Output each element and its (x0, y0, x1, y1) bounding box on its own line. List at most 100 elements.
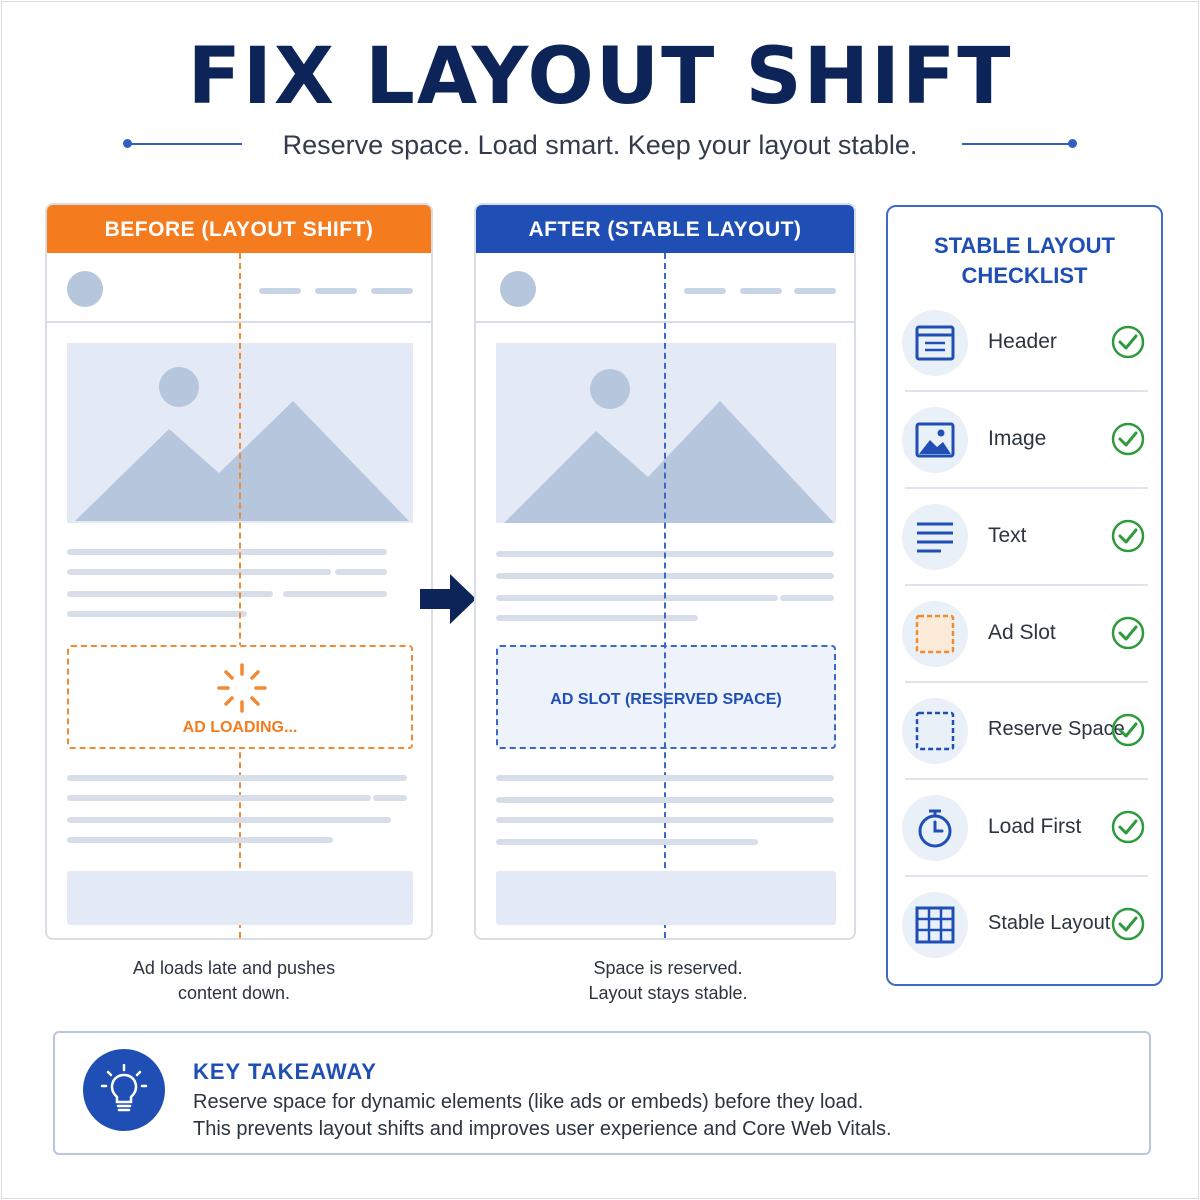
nav-pill (259, 288, 301, 294)
divider (905, 778, 1148, 780)
check-circle-icon (1111, 713, 1145, 747)
mountain-image-icon (504, 369, 834, 523)
checklist-item-label: Header (988, 330, 1057, 353)
text-line (67, 795, 371, 801)
ad-slot-icon (915, 614, 955, 654)
nav-pill (315, 288, 357, 294)
icon-circle (902, 407, 968, 473)
reserved-ad-slot: AD SLOT (RESERVED SPACE) (496, 645, 836, 749)
check-circle-icon (1111, 810, 1145, 844)
checklist-item-image: Image (900, 393, 1148, 489)
before-caption-line: Ad loads late and pushes (132, 958, 336, 978)
before-panel: BEFORE (LAYOUT SHIFT) (45, 203, 433, 940)
text-line (67, 775, 407, 781)
subtitle-right-line (962, 143, 1072, 145)
key-takeaway-box: KEY TAKEAWAY Reserve space for dynamic e… (53, 1031, 1151, 1155)
checklist-panel: STABLE LAYOUT CHECKLIST Header (886, 205, 1163, 986)
check-circle-icon (1111, 616, 1145, 650)
divider (905, 875, 1148, 877)
text-line (496, 839, 758, 845)
icon-circle (902, 795, 968, 861)
icon-circle (902, 892, 968, 958)
nav-pill (371, 288, 413, 294)
loading-spinner-icon (217, 663, 267, 713)
divider (905, 390, 1148, 392)
checklist-item-label: Load First (988, 815, 1082, 838)
after-panel: AFTER (STABLE LAYOUT) AD SLOT (RESERVED … (474, 203, 856, 940)
checklist-item-label: Text (988, 524, 1027, 547)
ad-loading-box: AD LOADING... (67, 645, 413, 749)
page-subtitle: Reserve space. Load smart. Keep your lay… (282, 130, 918, 160)
icon-circle (902, 504, 968, 570)
text-line (780, 595, 834, 601)
check-circle-icon (1111, 325, 1145, 359)
key-takeaway-title: KEY TAKEAWAY (193, 1059, 377, 1084)
text-line (67, 817, 391, 823)
checklist-item-label: Stable Layout (988, 912, 1111, 934)
checklist-item-ad-slot: Ad Slot (900, 587, 1148, 683)
text-line (496, 615, 698, 621)
avatar (67, 271, 103, 307)
key-takeaway-text: Reserve space for dynamic elements (like… (193, 1091, 864, 1113)
checklist-item-label: Reserve Space (988, 718, 1125, 740)
before-panel-title: BEFORE (LAYOUT SHIFT) (47, 205, 431, 253)
text-line (373, 795, 407, 801)
divider (905, 681, 1148, 683)
checklist-item-header: Header (900, 296, 1148, 392)
checklist-title-line: STABLE LAYOUT (934, 233, 1115, 258)
ad-loading-label: AD LOADING... (182, 719, 298, 736)
after-caption-line: Space is reserved. (593, 958, 743, 978)
before-caption: Ad loads late and pushes content down. (45, 956, 423, 1006)
checklist-title-line: CHECKLIST (961, 263, 1088, 288)
hero-image-placeholder (496, 343, 836, 523)
after-caption-line: Layout stays stable. (588, 983, 748, 1003)
header-icon (915, 325, 955, 361)
subtitle-left-line (128, 143, 242, 145)
reserved-ad-slot-label: AD SLOT (RESERVED SPACE) (550, 691, 782, 708)
text-line (496, 595, 778, 601)
image-icon (915, 422, 955, 458)
text-line (67, 591, 273, 597)
page-title: FIX LAYOUT SHIFT (187, 32, 1013, 122)
after-caption: Space is reserved. Layout stays stable. (474, 956, 862, 1006)
arrow-right-icon (420, 574, 476, 624)
text-line (496, 775, 834, 781)
checklist-item-stable-layout: Stable Layout (900, 878, 1148, 974)
stopwatch-icon (918, 809, 952, 848)
checklist-item-text: Text (900, 490, 1148, 586)
check-circle-icon (1111, 519, 1145, 553)
lightbulb-badge (83, 1049, 165, 1131)
key-takeaway-text: This prevents layout shifts and improves… (193, 1118, 892, 1140)
icon-circle (902, 698, 968, 764)
reserve-space-icon (915, 711, 955, 751)
check-circle-icon (1111, 907, 1145, 941)
icon-circle (902, 601, 968, 667)
icon-circle (902, 310, 968, 376)
content-block-placeholder (67, 871, 413, 925)
mountain-image-icon (75, 367, 409, 521)
after-guide-line (664, 253, 666, 938)
content-block-placeholder (496, 871, 836, 925)
text-line (496, 797, 834, 803)
checklist-item-label: Ad Slot (988, 621, 1056, 644)
text-line (67, 837, 333, 843)
lightbulb-icon (100, 1064, 148, 1112)
grid-icon (915, 906, 955, 944)
text-icon (917, 522, 953, 553)
subtitle-left-dot (123, 139, 132, 148)
text-line (335, 569, 387, 575)
divider (905, 487, 1148, 489)
text-line (67, 569, 331, 575)
subtitle-right-dot (1068, 139, 1077, 148)
nav-pill (684, 288, 726, 294)
before-caption-line: content down. (177, 983, 291, 1003)
text-line (496, 817, 834, 823)
avatar (500, 271, 536, 307)
nav-pill (794, 288, 836, 294)
text-line (67, 611, 247, 617)
text-line (67, 549, 387, 555)
divider (905, 584, 1148, 586)
before-guide-line (239, 253, 241, 938)
text-line (283, 591, 387, 597)
checklist-item-label: Image (988, 427, 1047, 450)
